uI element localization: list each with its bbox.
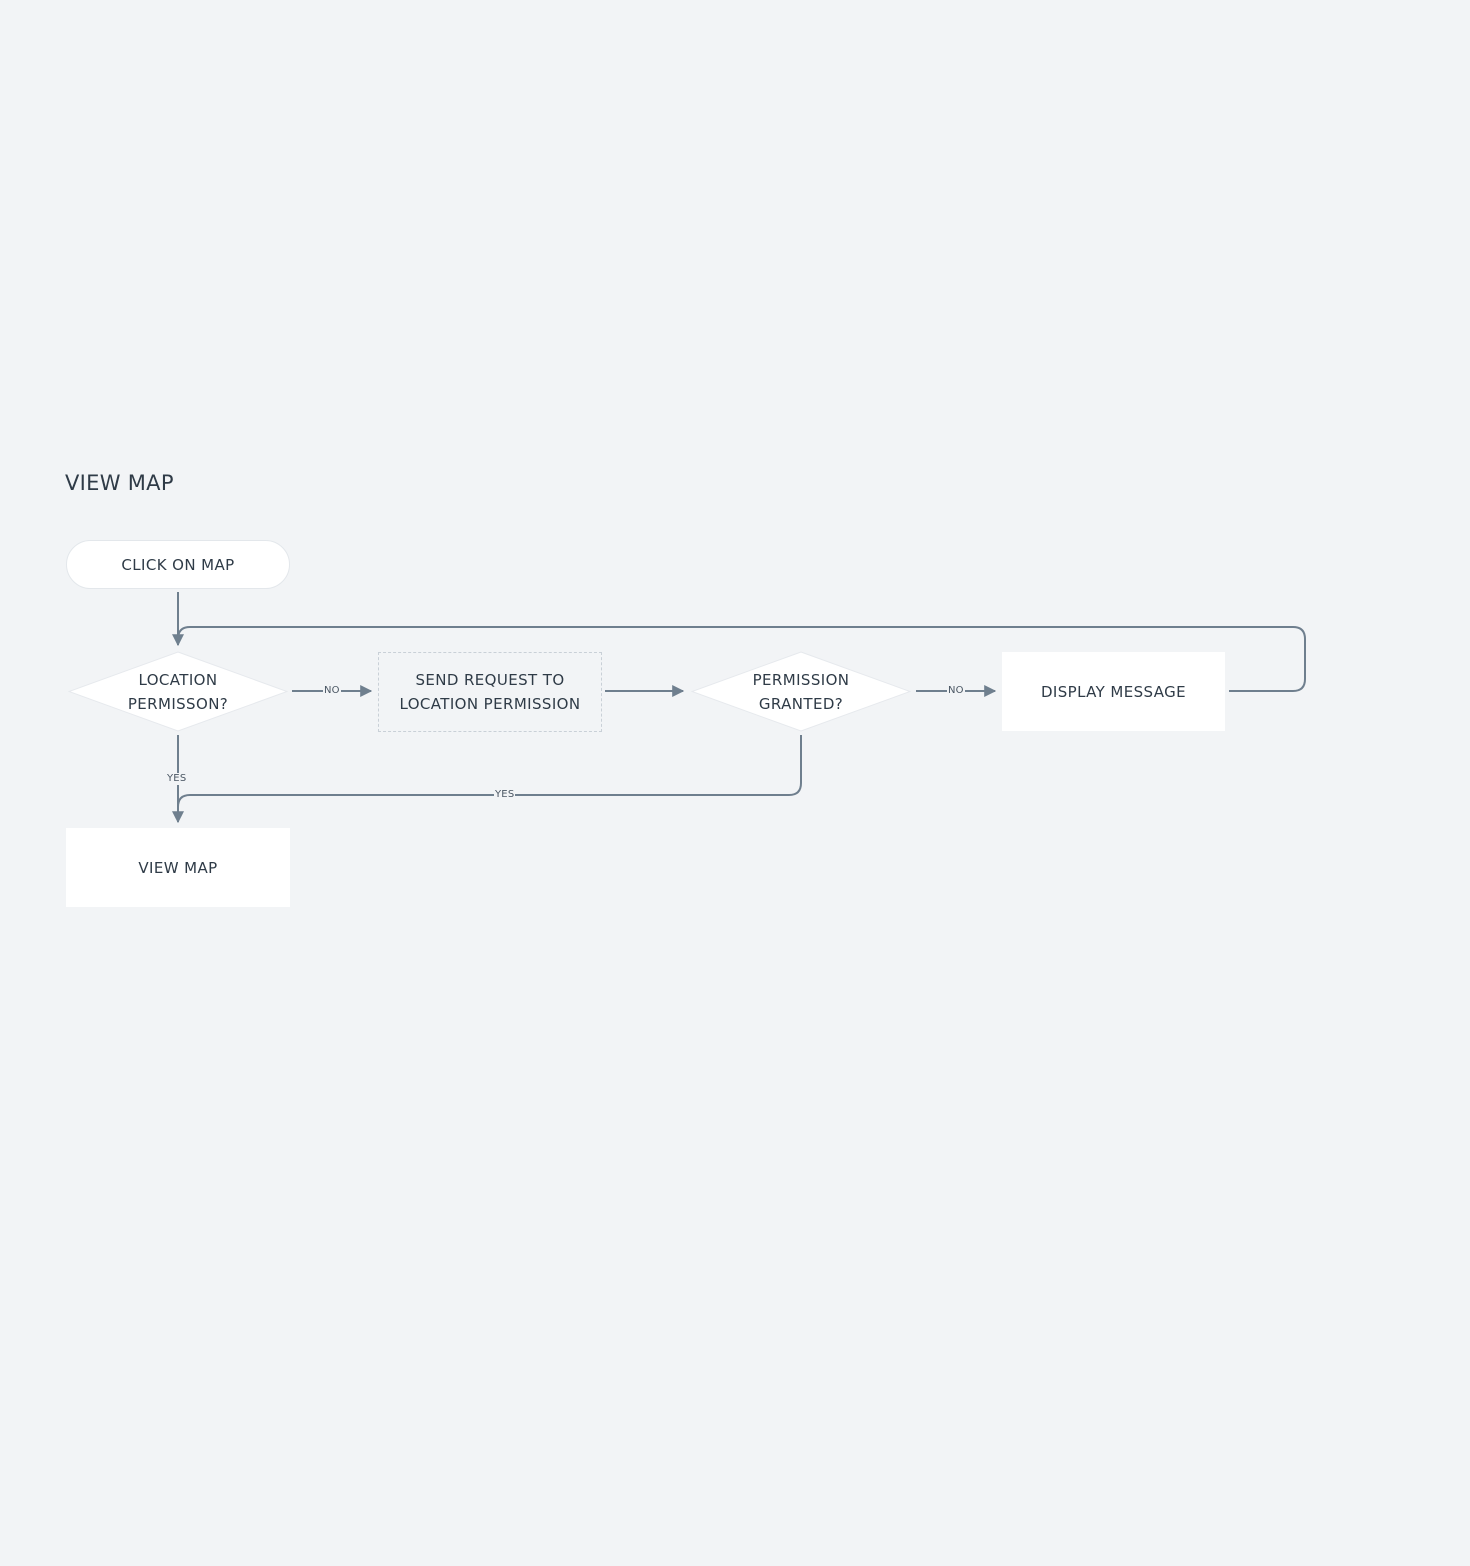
page-title: VIEW MAP (65, 471, 174, 495)
connector-granted-yes (177, 735, 802, 808)
edge-label-yes: YES (494, 789, 516, 801)
edge-label-no: NO (323, 685, 341, 697)
start-terminal-click-on-map[interactable]: CLICK ON MAP (66, 540, 290, 589)
decision-permission-granted[interactable]: PERMISSION GRANTED? (691, 651, 911, 732)
edge-label-no: NO (947, 685, 965, 697)
diamond-shape (68, 651, 288, 732)
decision-location-permission[interactable]: LOCATION PERMISSON? (68, 651, 288, 732)
edge-label-yes: YES (166, 773, 188, 785)
process-view-map[interactable]: VIEW MAP (66, 828, 290, 907)
process-send-request[interactable]: SEND REQUEST TO LOCATION PERMISSION (378, 652, 602, 732)
diamond-shape (691, 651, 911, 732)
process-display-message[interactable]: DISPLAY MESSAGE (1002, 652, 1225, 731)
connector-display-message-loop-back (177, 626, 1306, 692)
decision-granted-label: PERMISSION GRANTED? (752, 670, 850, 713)
decision-location-label: LOCATION PERMISSON? (127, 670, 229, 713)
